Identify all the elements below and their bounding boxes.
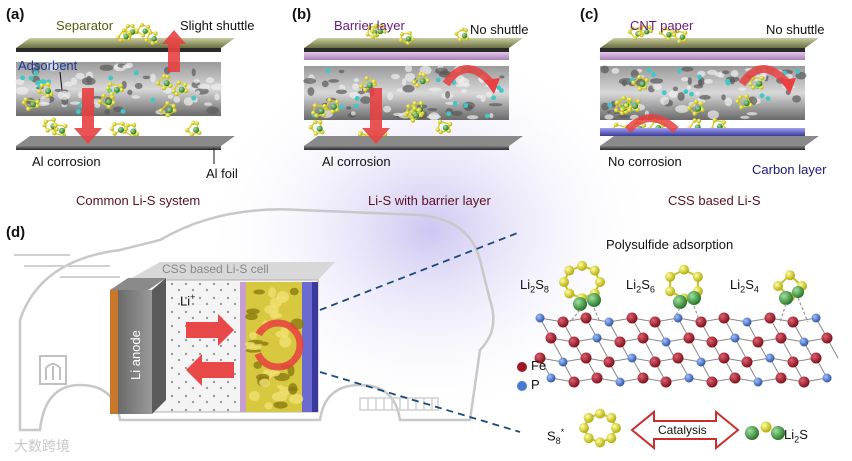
species-li2s4: Li2S4 — [730, 277, 759, 295]
al-foil-label: Al foil — [206, 166, 238, 181]
adsorbent-label: Adsorbent — [18, 58, 78, 73]
legend-fe: Fe — [517, 358, 546, 373]
panel-b-caption: Li-S with barrier layer — [368, 193, 491, 208]
no-corrosion-label: No corrosion — [608, 154, 682, 169]
al-corrosion-label-b: Al corrosion — [322, 154, 391, 169]
li2s-s — [760, 421, 772, 433]
li2s4-li — [779, 291, 793, 305]
li2s-label: Li2S — [784, 427, 808, 445]
barrier-layer-label: Barrier layer — [334, 18, 405, 33]
li-ion-arrows — [186, 314, 234, 386]
panelA-corrosion-arrow — [74, 88, 102, 144]
speed-lines — [14, 254, 120, 278]
panelA-shuttle-arrow — [162, 30, 186, 72]
li2s8-li — [573, 297, 587, 311]
cnt-paper-label: CNT paper — [630, 18, 694, 33]
zoom-line-bottom — [319, 371, 521, 433]
panel-a-illustration — [14, 22, 235, 164]
no-shuttle-label-b: No shuttle — [470, 22, 529, 37]
s8-label: S8* — [547, 427, 565, 446]
panel-a-letter: (a) — [6, 6, 25, 23]
panelC-curl-bottom — [625, 114, 679, 134]
panel-a-caption: Common Li-S system — [76, 193, 201, 208]
panelB-curl-top — [442, 65, 496, 87]
panelB-corrosion-arrow — [362, 88, 390, 144]
panelB-barrier-layer — [304, 52, 509, 60]
li2s-li1 — [745, 426, 759, 440]
panelB-top-film — [304, 38, 523, 48]
panel-d-letter: (d) — [6, 224, 26, 241]
panel-c-letter: (c) — [580, 6, 599, 23]
panelC-curl-top — [738, 65, 792, 87]
panel-c-illustration — [600, 24, 819, 150]
catalysis-arrow — [630, 409, 740, 451]
adsorbent-leader — [59, 71, 63, 91]
fep-lattice — [534, 312, 839, 388]
li2s6-li — [673, 295, 687, 309]
cell-title: CSS based Li-S cell — [162, 262, 269, 276]
panel-c-caption: CSS based Li-S — [668, 193, 761, 208]
carbon-layer-label: Carbon layer — [752, 162, 827, 177]
species-li2s6: Li2S6 — [626, 277, 655, 295]
panelC-barrier-layer — [600, 52, 805, 60]
polysulfide-molecules — [559, 260, 809, 448]
grille — [359, 397, 439, 411]
panelA-al-foil — [16, 136, 235, 146]
fe-swatch — [517, 361, 527, 372]
panel-b-illustration — [303, 23, 523, 150]
catalysis-label: Catalysis — [658, 423, 707, 437]
p-swatch — [517, 380, 527, 391]
cathode-block — [240, 282, 318, 412]
charging-plug-icon — [39, 355, 67, 385]
watermark: 大数跨境 — [14, 438, 70, 454]
li-ion-label: Li+ — [180, 292, 196, 309]
no-shuttle-label-c: No shuttle — [766, 22, 825, 37]
adsorption-title: Polysulfide adsorption — [606, 237, 734, 252]
al-corrosion-label-a: Al corrosion — [32, 154, 101, 169]
species-li2s8: Li2S8 — [520, 277, 549, 295]
panelC-carbon-layer — [600, 128, 805, 136]
li-anode-label: Li anode — [128, 330, 143, 380]
panel-b-letter: (b) — [292, 6, 312, 23]
li2s-li2 — [771, 426, 785, 440]
separator-label: Separator — [56, 18, 114, 33]
slight-shuttle-label: Slight shuttle — [180, 18, 255, 33]
li-anode-block — [110, 278, 166, 414]
panelC-al-foil — [600, 136, 819, 146]
car-outline — [18, 208, 495, 432]
legend-p: P — [517, 377, 540, 392]
panelB-al-foil — [304, 136, 523, 146]
panelC-top-film — [600, 38, 819, 48]
